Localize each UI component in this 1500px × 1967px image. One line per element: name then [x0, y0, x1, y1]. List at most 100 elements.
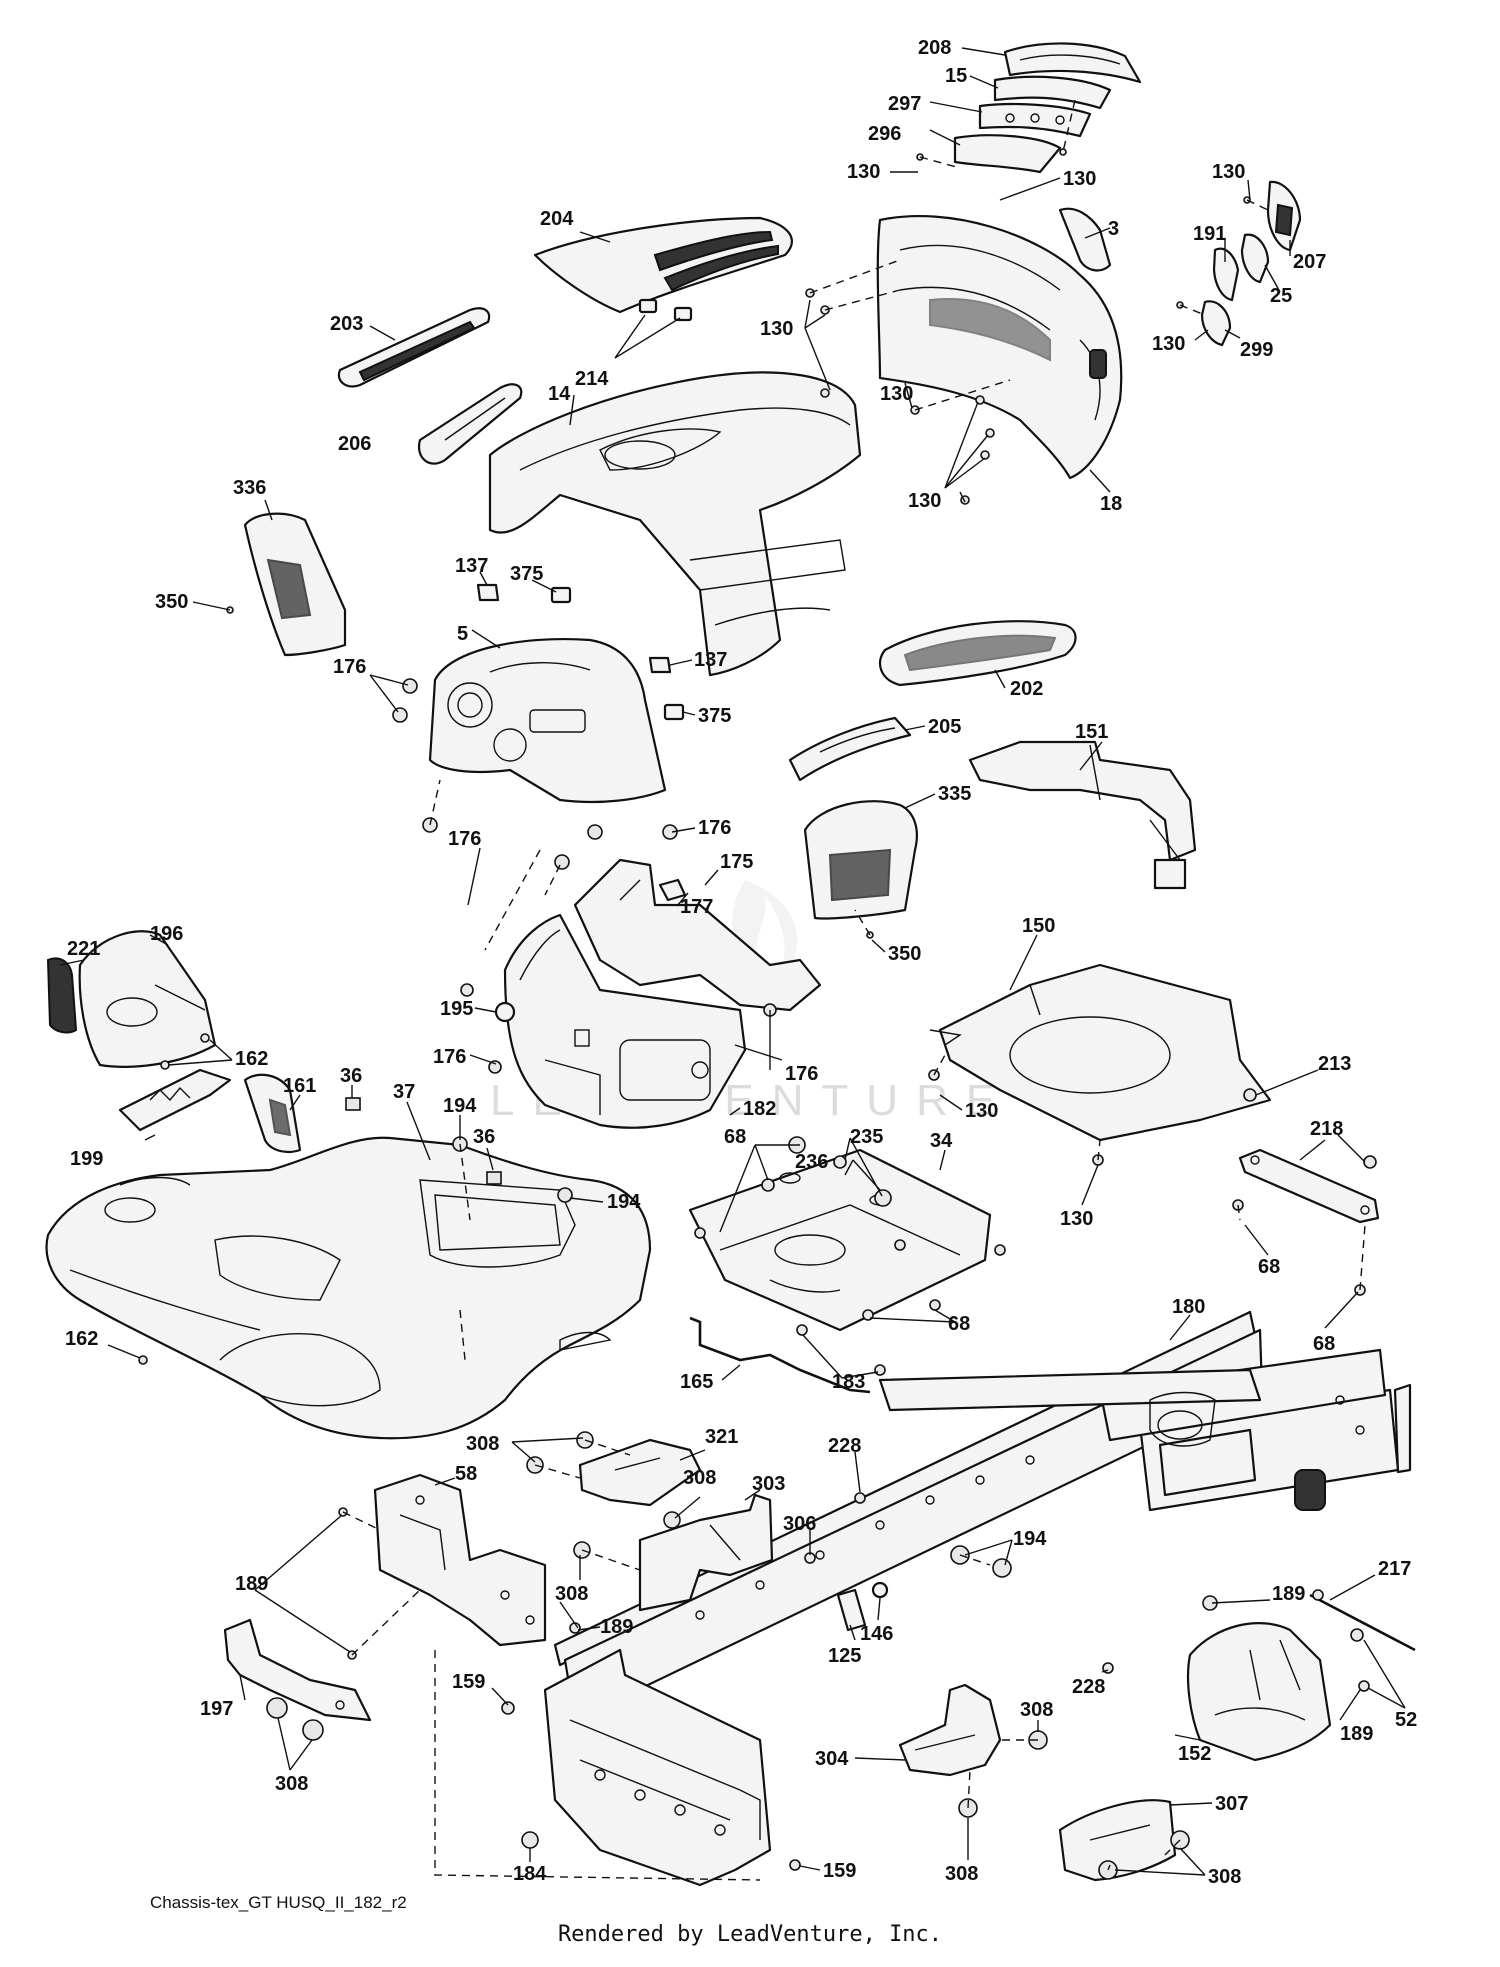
part-297-panel — [978, 103, 1092, 138]
part-151-bracket — [968, 740, 1197, 890]
callout-5: 5 — [457, 623, 468, 645]
callout-296: 296 — [868, 123, 901, 145]
callout-375: 375 — [698, 705, 731, 727]
part-3-plate — [1058, 207, 1112, 272]
part-182-lower-console — [503, 913, 747, 1129]
callout-191: 191 — [1193, 223, 1226, 245]
callout-14: 14 — [548, 383, 571, 405]
callout-58: 58 — [455, 1463, 477, 1485]
callout-335: 335 — [938, 783, 971, 805]
part-206-side-trim — [417, 383, 523, 465]
callout-162: 162 — [235, 1048, 268, 1070]
callout-15: 15 — [945, 65, 967, 87]
part-177-knob — [658, 878, 687, 902]
callout-213: 213 — [1318, 1053, 1351, 1075]
part-195-plug — [494, 1001, 516, 1023]
part-18-front-grille — [876, 215, 1123, 480]
callout-182: 182 — [743, 1098, 776, 1120]
part-152-hitch-plate — [1186, 1622, 1332, 1762]
callout-159: 159 — [823, 1860, 856, 1882]
callout-306: 306 — [783, 1513, 816, 1535]
part-34-platform — [688, 1148, 992, 1332]
callout-125: 125 — [828, 1645, 861, 1667]
callout-195: 195 — [440, 998, 473, 1020]
part-304-bracket — [898, 1683, 1002, 1777]
callout-130: 130 — [965, 1100, 998, 1122]
callout-205: 205 — [928, 716, 961, 738]
part-204-hood-vent — [533, 216, 793, 314]
part-336-side-panel — [243, 512, 347, 657]
part-221-decal — [46, 957, 78, 1034]
part-25-bracket — [1240, 233, 1270, 284]
callout-184: 184 — [513, 1863, 547, 1885]
part-203-side-trim — [337, 307, 491, 388]
part-218-strap — [1238, 1148, 1380, 1224]
part-37-fender-deck — [45, 1136, 652, 1440]
callout-189: 189 — [1272, 1583, 1305, 1605]
part-321-bracket — [578, 1438, 702, 1507]
callout-151: 151 — [1075, 721, 1108, 743]
callout-130: 130 — [908, 490, 941, 512]
callout-321: 321 — [705, 1426, 738, 1448]
part-208-cover — [1003, 42, 1142, 84]
callout-203: 203 — [330, 313, 363, 335]
callout-308: 308 — [1208, 1866, 1241, 1888]
callout-202: 202 — [1010, 678, 1043, 700]
callout-194: 194 — [443, 1095, 477, 1117]
callout-68: 68 — [1258, 1256, 1280, 1278]
callout-308: 308 — [945, 1863, 978, 1885]
callout-137: 137 — [455, 555, 488, 577]
callout-297: 297 — [888, 93, 921, 115]
callout-221: 221 — [67, 938, 100, 960]
callout-25: 25 — [1270, 285, 1292, 307]
callout-labels: 208 15 297 296 130 130 130 3 191 207 25 … — [65, 37, 1417, 1888]
callout-236: 236 — [795, 1151, 828, 1173]
callout-375: 375 — [510, 563, 543, 585]
callout-235: 235 — [850, 1126, 883, 1148]
part-375-clip-a — [550, 586, 572, 604]
part-202-grille — [878, 620, 1077, 687]
diagram-caption: Chassis-tex_GT HUSQ_II_182_r2 — [150, 1893, 407, 1912]
part-207-bracket — [1266, 180, 1302, 252]
part-303-bracket — [638, 1493, 774, 1612]
part-214-clips — [638, 298, 693, 322]
callout-217: 217 — [1378, 1558, 1411, 1580]
callout-214: 214 — [575, 368, 609, 390]
callout-176: 176 — [448, 828, 481, 850]
callout-146: 146 — [860, 1623, 893, 1645]
part-15-lens — [993, 75, 1112, 110]
callout-68: 68 — [948, 1313, 970, 1335]
part-296-bracket — [953, 134, 1062, 174]
callout-137: 137 — [694, 649, 727, 671]
part-217-rod — [1309, 1593, 1416, 1652]
callout-196: 196 — [150, 923, 183, 945]
callout-350: 350 — [155, 591, 188, 613]
callout-307: 307 — [1215, 1793, 1248, 1815]
callout-194: 194 — [607, 1191, 641, 1213]
callout-34: 34 — [930, 1130, 953, 1152]
callout-299: 299 — [1240, 339, 1273, 361]
leader-lines — [59, 47, 1406, 1876]
callout-176: 176 — [698, 817, 731, 839]
part-375-clip-b — [663, 703, 685, 721]
part-191-bracket — [1212, 247, 1240, 302]
callout-194: 194 — [1013, 1528, 1047, 1550]
callout-206: 206 — [338, 433, 371, 455]
callout-130: 130 — [760, 318, 793, 340]
callout-350: 350 — [888, 943, 921, 965]
callout-130: 130 — [1063, 168, 1096, 190]
part-frame-front — [543, 1648, 772, 1887]
callout-161: 161 — [283, 1075, 316, 1097]
callout-165: 165 — [680, 1371, 713, 1393]
callout-189: 189 — [1340, 1723, 1373, 1745]
callout-303: 303 — [752, 1473, 785, 1495]
callout-130: 130 — [847, 161, 880, 183]
part-14-hood — [488, 371, 862, 677]
callout-130: 130 — [1152, 333, 1185, 355]
part-5-dash-console — [428, 637, 667, 804]
part-137-clip-a — [476, 583, 500, 602]
part-199-bracket — [118, 1068, 232, 1132]
callout-204: 204 — [540, 208, 574, 230]
callout-189: 189 — [600, 1616, 633, 1638]
